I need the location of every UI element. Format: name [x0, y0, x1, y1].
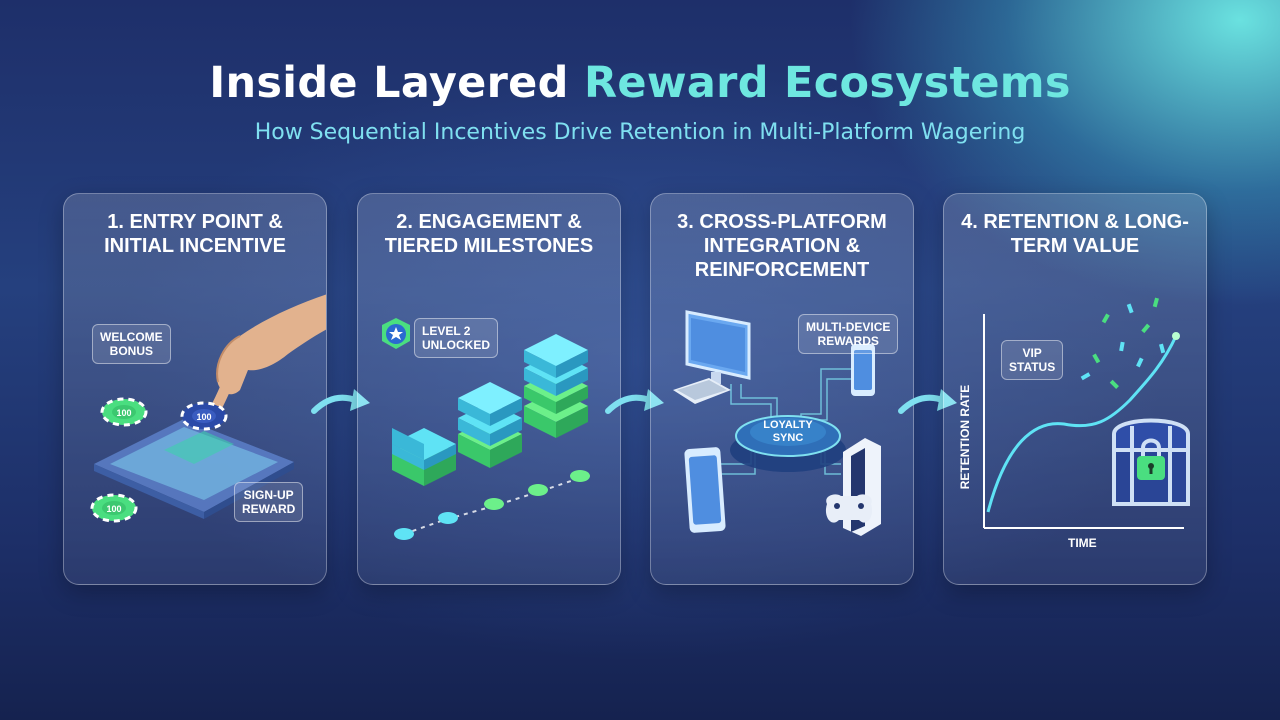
hub-label-line1: LOYALTY	[763, 419, 813, 431]
cross-platform-illustration: LOYALTY SYNC	[673, 310, 881, 536]
panel-title-cross-platform: 3. Cross-Platform Integration & Reinforc…	[677, 211, 887, 281]
smartphone-icon	[851, 344, 875, 396]
gamepad-icon	[825, 494, 873, 523]
panel-engagement: 2. Engagement & Tiered Milestones	[357, 193, 621, 585]
curve-endpoint	[1172, 332, 1180, 340]
flow-arrow-icon	[605, 389, 664, 414]
progress-chip-icon	[528, 484, 548, 496]
page-title: Inside Layered Reward Ecosystems	[0, 58, 1280, 108]
stacked-blocks-icon	[524, 334, 588, 438]
chip-value: 100	[106, 504, 121, 514]
title-main: Inside Layered	[209, 58, 584, 108]
y-axis-label: Retention Rate	[958, 384, 972, 490]
stacked-blocks-icon	[392, 428, 456, 486]
panel-retention: 4. Retention & Long-Term Value	[943, 193, 1207, 585]
panel-title-retention: 4. Retention & Long-Term Value	[961, 211, 1189, 257]
retention-curve	[986, 335, 1178, 513]
progress-path	[394, 470, 590, 540]
progress-chip-icon	[570, 470, 590, 482]
reward-particles	[1080, 297, 1166, 389]
panel-title-engagement: 2. Engagement & Tiered Milestones	[384, 211, 594, 257]
tablet-icon	[684, 447, 726, 533]
poker-chip-icon: 100	[100, 397, 148, 427]
hand-icon	[212, 294, 326, 410]
keyboard-icon	[673, 378, 731, 404]
star-badge-icon	[382, 318, 410, 349]
page-subtitle: How Sequential Incentives Drive Retentio…	[254, 120, 1026, 145]
treasure-chest-icon	[1112, 418, 1190, 506]
stacked-blocks-icon	[458, 382, 522, 468]
loyalty-hub-icon: LOYALTY SYNC	[730, 415, 846, 472]
progress-chip-icon	[484, 498, 504, 510]
panel-cross-platform: 3. Cross-Platform Integration & Reinforc…	[650, 193, 914, 585]
title-accent: Reward Ecosystems	[583, 58, 1071, 108]
flow-arrow-icon	[311, 389, 370, 414]
desktop-icon	[685, 310, 751, 384]
poker-chip-icon: 100	[90, 493, 138, 523]
flow-arrow-icon	[898, 389, 957, 414]
x-axis-label: Time	[1068, 536, 1097, 550]
progress-chip-icon	[438, 512, 458, 524]
chip-value: 100	[196, 412, 211, 422]
tablet-icon	[94, 419, 294, 519]
poker-chip-icon: 100	[180, 401, 228, 431]
lock-icon	[1137, 438, 1165, 480]
retention-illustration	[983, 297, 1190, 529]
chip-value: 100	[116, 408, 131, 418]
panel-entry-point: 1. Entry Point & Initial Incentive 100 1…	[63, 193, 327, 585]
progress-chip-icon	[394, 528, 414, 540]
engagement-illustration	[382, 318, 590, 540]
entry-point-illustration: 100 100 100	[90, 294, 326, 523]
panel-title-entry-point: 1. Entry Point & Initial Incentive	[104, 211, 286, 257]
retention-chart-axes	[983, 314, 1184, 529]
hub-label-line2: SYNC	[773, 432, 804, 444]
